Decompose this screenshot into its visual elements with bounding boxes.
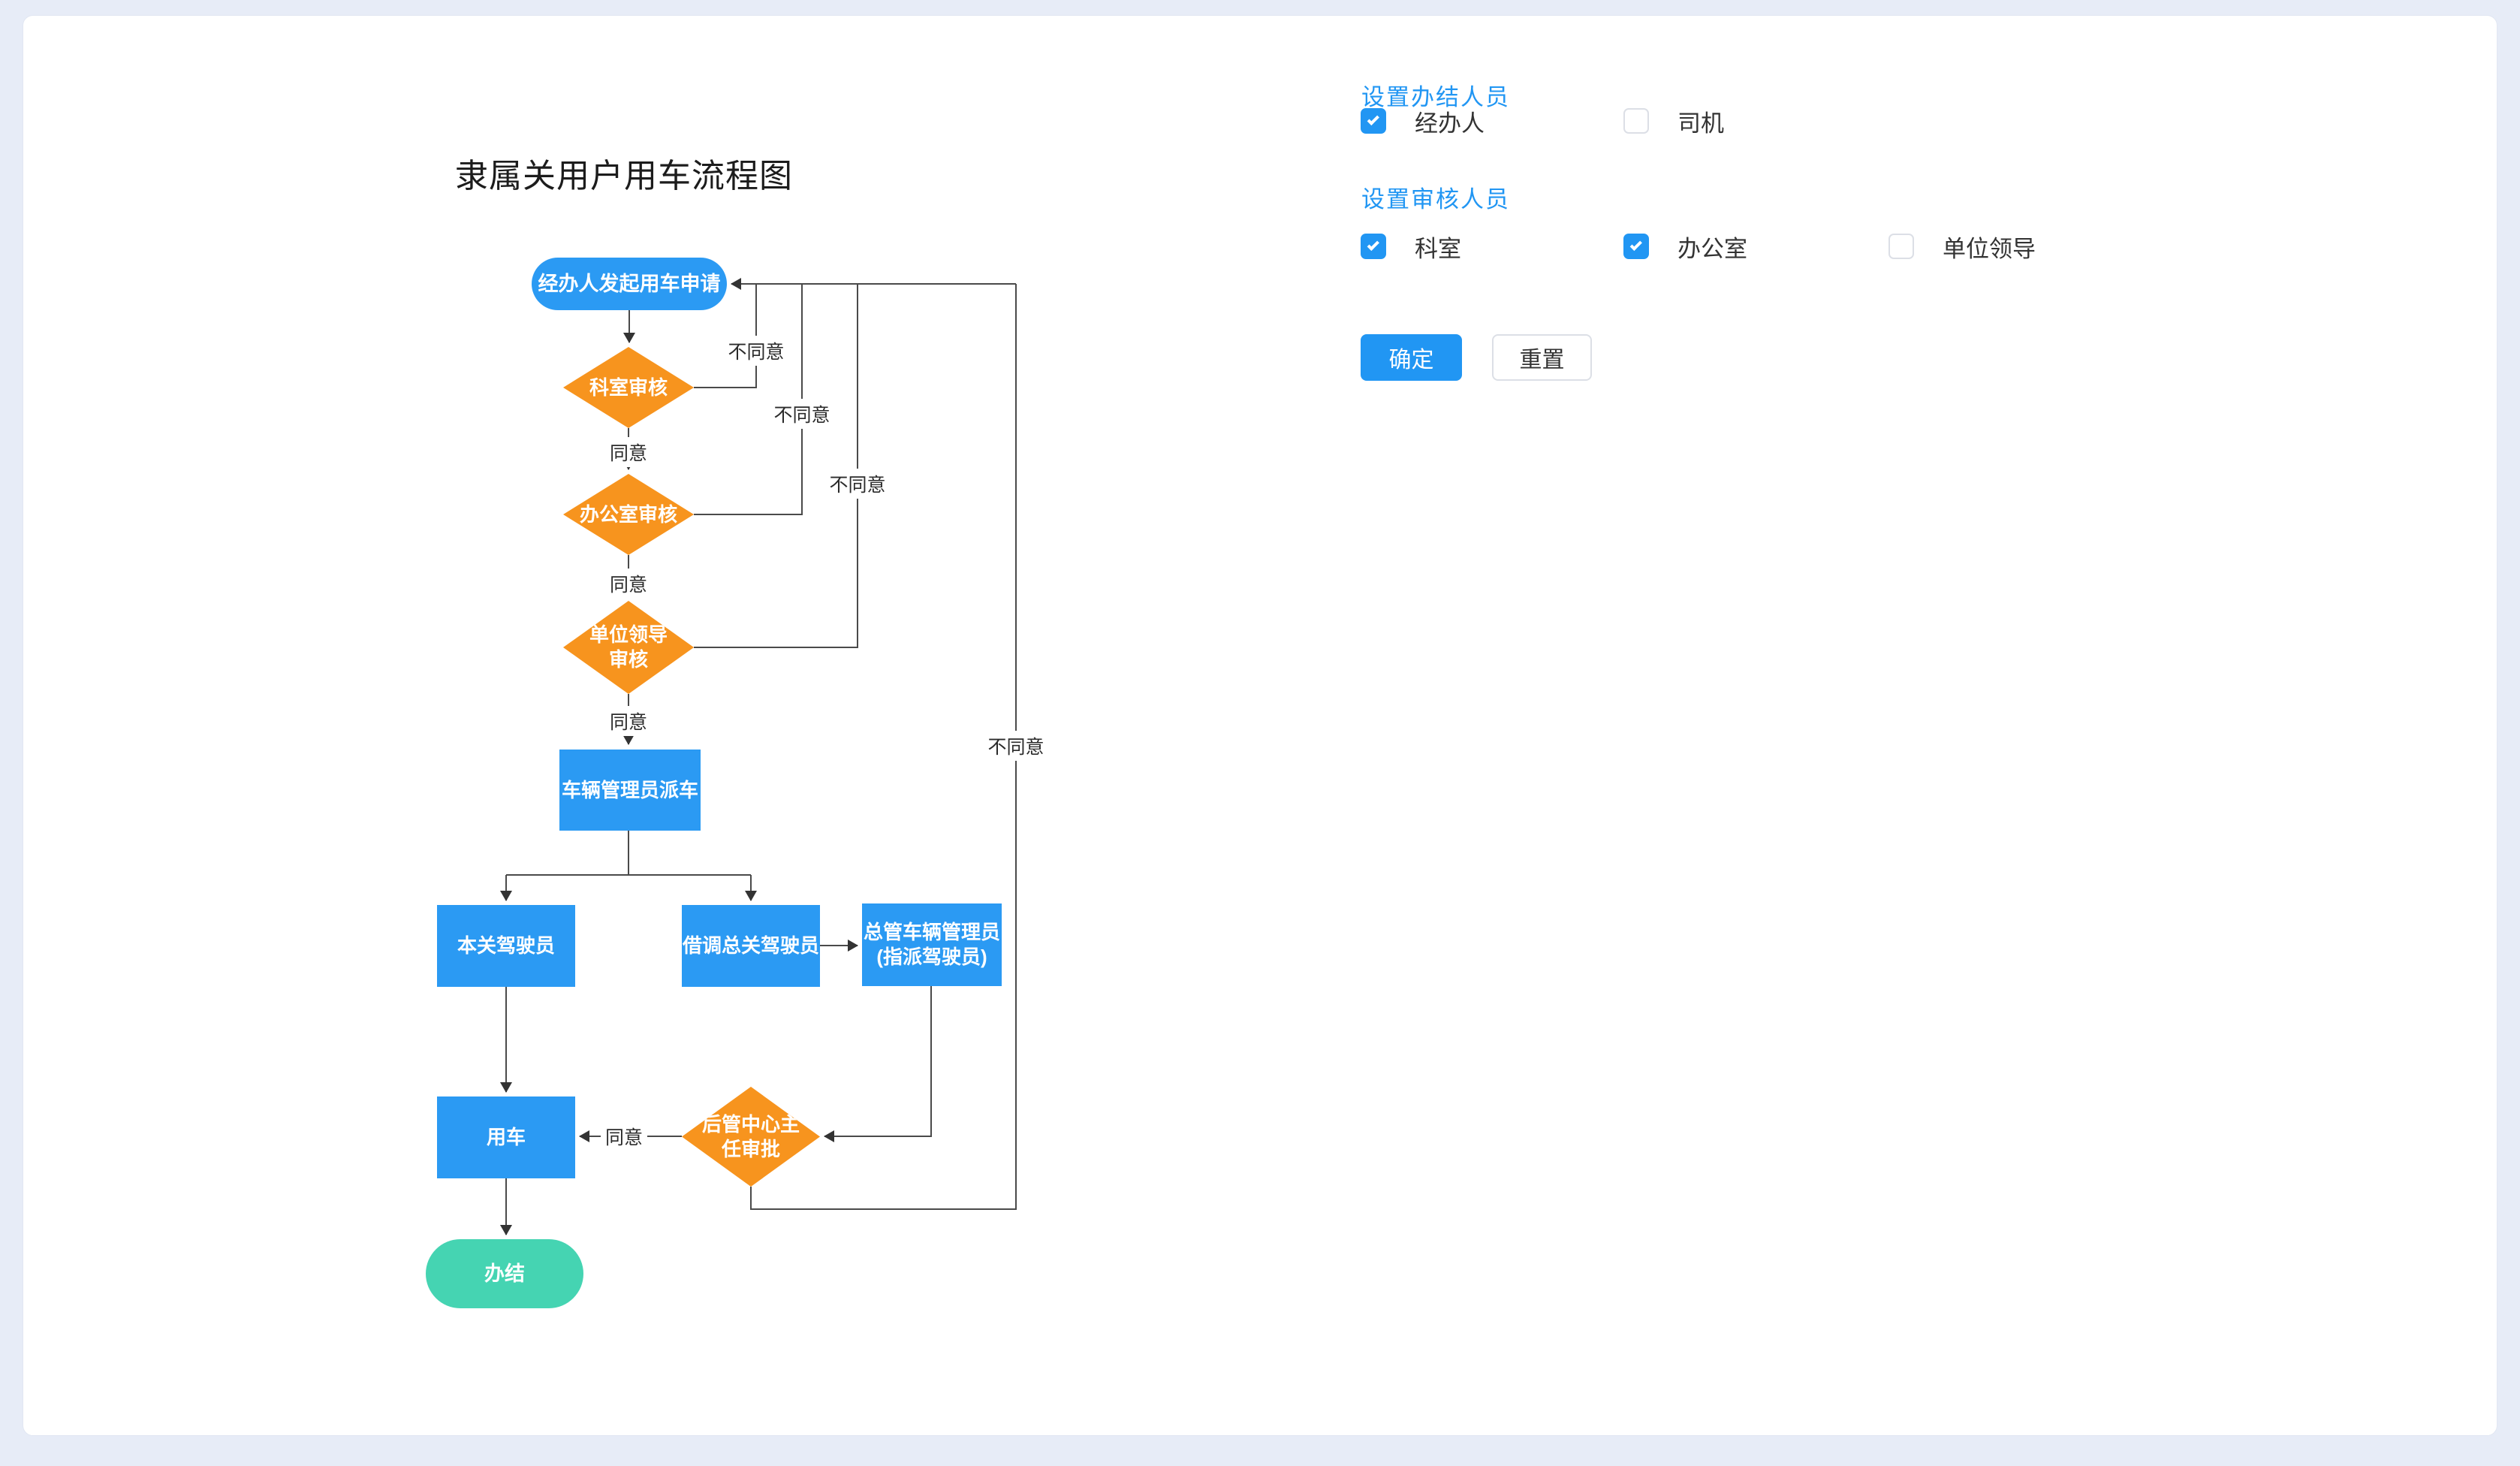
checkbox-label: 科室: [1415, 235, 1461, 262]
edge-label-disagree: 不同意: [824, 469, 891, 499]
check-icon: [1367, 238, 1379, 252]
checkbox-label: 司机: [1677, 110, 1724, 137]
flow-node-label: 车辆管理员派车: [561, 778, 698, 801]
edge-label-agree: 同意: [604, 706, 653, 736]
check-icon: [1629, 238, 1642, 252]
checkbox-item-danwei-lingdao[interactable]: 单位领导: [1888, 234, 2036, 262]
checkbox-item-keshi[interactable]: 科室: [1361, 234, 1461, 262]
flow-node-end: 办结: [426, 1239, 583, 1308]
connector-line: [694, 284, 757, 388]
checkbox-bangongshi[interactable]: [1623, 234, 1649, 259]
flow-node-label: 科室审核: [589, 376, 668, 399]
flow-node-label: 经办人发起用车申请: [538, 272, 721, 295]
edge-label-agree: 同意: [604, 569, 653, 599]
flow-node-label: 后管中心主 任审批: [701, 1112, 800, 1160]
flow-node-label: 本关驾驶员: [457, 934, 555, 957]
flow-node-borrow-driver: 借调总关驾驶员: [682, 905, 820, 987]
checkbox-danwei-lingdao[interactable]: [1888, 234, 1914, 259]
reset-button[interactable]: 重置: [1492, 334, 1592, 381]
connector-line: [694, 284, 803, 515]
checkbox-item-jingbanren[interactable]: 经办人: [1361, 108, 1485, 137]
checkbox-label: 经办人: [1415, 110, 1485, 137]
flow-node-start: 经办人发起用车申请: [532, 258, 727, 310]
flow-node-dispatch: 车辆管理员派车: [559, 750, 701, 831]
edge-label-disagree: 不同意: [983, 731, 1049, 761]
edge-label-disagree: 不同意: [769, 399, 835, 429]
confirm-button[interactable]: 确定: [1361, 334, 1462, 381]
checkbox-keshi[interactable]: [1361, 234, 1386, 259]
checkbox-item-siji[interactable]: 司机: [1623, 108, 1724, 137]
flow-node-label: 办结: [484, 1262, 525, 1285]
flow-node-label: 办公室审核: [579, 502, 677, 526]
checkbox-siji[interactable]: [1623, 108, 1649, 134]
flow-node-label: 总管车辆管理员 (指派驾驶员): [863, 921, 1000, 968]
flow-node-local-driver: 本关驾驶员: [437, 905, 575, 987]
connector-line: [824, 986, 932, 1142]
checkbox-jingbanren[interactable]: [1361, 108, 1386, 134]
check-icon: [1367, 113, 1379, 126]
checkbox-label: 办公室: [1677, 235, 1747, 262]
connector-line: [694, 284, 858, 648]
section-title-review-personnel: 设置审核人员: [1361, 186, 1510, 213]
flow-node-chief-manager: 总管车辆管理员 (指派驾驶员): [862, 903, 1002, 986]
edge-label-disagree: 不同意: [723, 336, 789, 366]
checkbox-label: 单位领导: [1943, 235, 2036, 262]
checkbox-item-bangongshi[interactable]: 办公室: [1623, 234, 1747, 262]
edge-label-agree: 同意: [604, 437, 653, 467]
edge-label-agree: 同意: [600, 1121, 648, 1151]
flow-node-use-car: 用车: [437, 1096, 575, 1178]
flow-node-label: 单位领导 审核: [589, 623, 668, 671]
content-card: [23, 15, 2497, 1436]
page-title: 隶属关用户用车流程图: [455, 158, 793, 195]
flow-node-label: 借调总关驾驶员: [682, 934, 819, 957]
section-title-finish-personnel: 设置办结人员: [1361, 84, 1510, 110]
flow-node-label: 用车: [486, 1126, 526, 1148]
